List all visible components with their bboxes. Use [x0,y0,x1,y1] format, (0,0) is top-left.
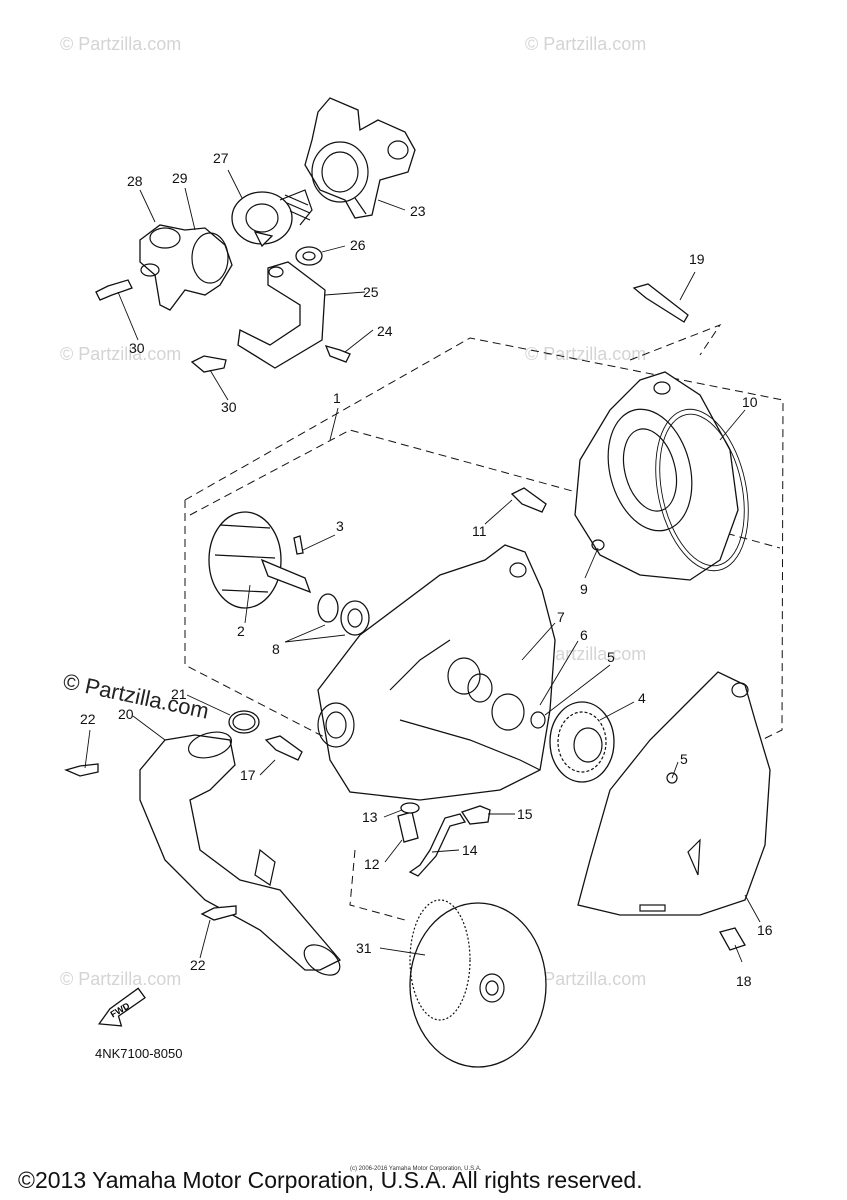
callout-20: 20 [118,706,134,722]
hose-14 [408,813,467,877]
callout-2: 2 [237,623,245,639]
frame-lower [349,849,406,921]
bolt-30-upper [95,279,133,301]
callout-16: 16 [757,922,773,938]
callout-5b: 5 [680,751,688,767]
watermark: © Partzilla.com [525,969,646,989]
callout-21: 21 [171,686,187,702]
callout-1: 1 [333,390,341,406]
callout-9: 9 [580,581,588,597]
callout-29: 29 [172,170,188,186]
callout-labels: 1 2 3 4 5 5 6 7 8 9 10 11 12 13 14 15 16… [80,150,773,989]
callout-6: 6 [580,627,588,643]
callout-4: 4 [638,690,646,706]
watermark: © Partzilla.com [525,34,646,54]
impeller-shaft-2 [208,511,312,609]
callout-23: 23 [410,203,426,219]
callout-13: 13 [362,809,378,825]
callout-8: 8 [272,641,280,657]
small-credit: (c) 2006-2016 Yamaha Motor Corporation, … [350,1166,482,1172]
washer-13 [400,802,420,814]
callout-25: 25 [363,284,379,300]
bolt-19 [632,283,689,323]
gear-31 [409,899,547,1068]
fitting-15 [460,805,491,825]
copyright-footer: ©2013 Yamaha Motor Corporation, U.S.A. A… [18,1167,643,1193]
cover-gasket-16 [577,671,771,916]
gear-4 [549,701,615,783]
watermark: © Partzilla.com [525,644,646,664]
callout-10: 10 [742,394,758,410]
frame-outer-left [184,500,331,741]
callout-27: 27 [213,150,229,166]
thermostat-housing-23 [304,97,416,219]
seals-8 [317,593,370,636]
bolt-11 [510,487,547,513]
callout-26: 26 [350,237,366,253]
callout-3: 3 [336,518,344,534]
callout-31: 31 [356,940,372,956]
watermark: © Partzilla.com [60,34,181,54]
bolt-22-upper [64,763,99,777]
callout-28: 28 [127,173,143,189]
callout-30: 30 [129,340,145,356]
callout-7: 7 [557,609,565,625]
bolt-22-lower [200,905,237,921]
plug-18 [719,927,746,951]
callout-12: 12 [364,856,380,872]
callout-15: 15 [517,806,533,822]
thermostat-27 [231,189,313,248]
callout-18: 18 [736,973,752,989]
watermark: © Partzilla.com [60,344,181,364]
outlet-pipe-28-29 [139,224,233,311]
bolt-24 [324,345,351,363]
frame-bolt [629,323,722,361]
pipe-20 [139,731,342,976]
watermark-layer: © Partzilla.com © Partzilla.com © Partzi… [60,34,646,989]
pump-housing-1 [317,544,556,801]
pin-3 [293,535,304,555]
callout-14: 14 [462,842,478,858]
watermark: © Partzilla.com [60,969,181,989]
callout-22: 22 [80,711,96,727]
o-ring-26 [295,246,323,266]
bolt-17 [264,735,303,761]
callout-24: 24 [377,323,393,339]
gasket-10 [655,408,749,572]
callout-11: 11 [472,523,487,539]
diagram-code: 4NK7100-8050 [95,1046,182,1061]
bolt-30-lower [190,355,227,373]
fwd-arrow: FWD [97,987,146,1027]
watermark: © Partzilla.com [525,344,646,364]
bracket-25 [237,261,326,369]
callout-19: 19 [689,251,705,267]
pump-cover-9 [574,371,739,581]
leader-lines [84,169,761,963]
callout-30b: 30 [221,399,237,415]
callout-22b: 22 [190,957,206,973]
callout-17: 17 [240,767,256,783]
callout-5: 5 [607,649,615,665]
o-ring-21 [228,710,260,734]
bolt-12 [397,811,419,843]
